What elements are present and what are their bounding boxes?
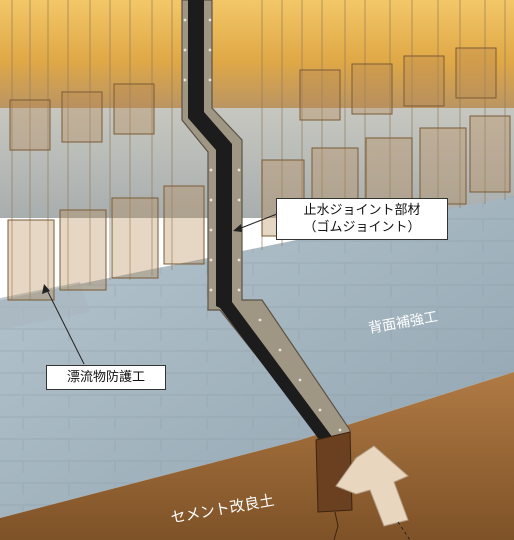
soil-crack (333, 511, 339, 540)
ground-slab (0, 282, 90, 330)
debris-label: 漂流物防護工 (66, 370, 145, 385)
debris-leader-line (45, 287, 85, 365)
load-direction-arrow (335, 445, 409, 527)
arrow-tail-line (397, 521, 411, 540)
joint-leader-line (235, 211, 283, 231)
joint-leader-arrowhead (233, 224, 242, 232)
joint-label-line1: 止水ジョイント部材 (303, 203, 421, 218)
joint-label-line2: （ゴムジョイント） (303, 220, 421, 235)
debris-callout: 漂流物防護工 (46, 365, 166, 390)
joint-callout: 止水ジョイント部材 （ゴムジョイント） (276, 198, 448, 240)
debris-leader-arrowhead (42, 284, 50, 294)
water-stop-joint-assembly (181, 0, 353, 513)
rubber-joint (188, 0, 336, 446)
